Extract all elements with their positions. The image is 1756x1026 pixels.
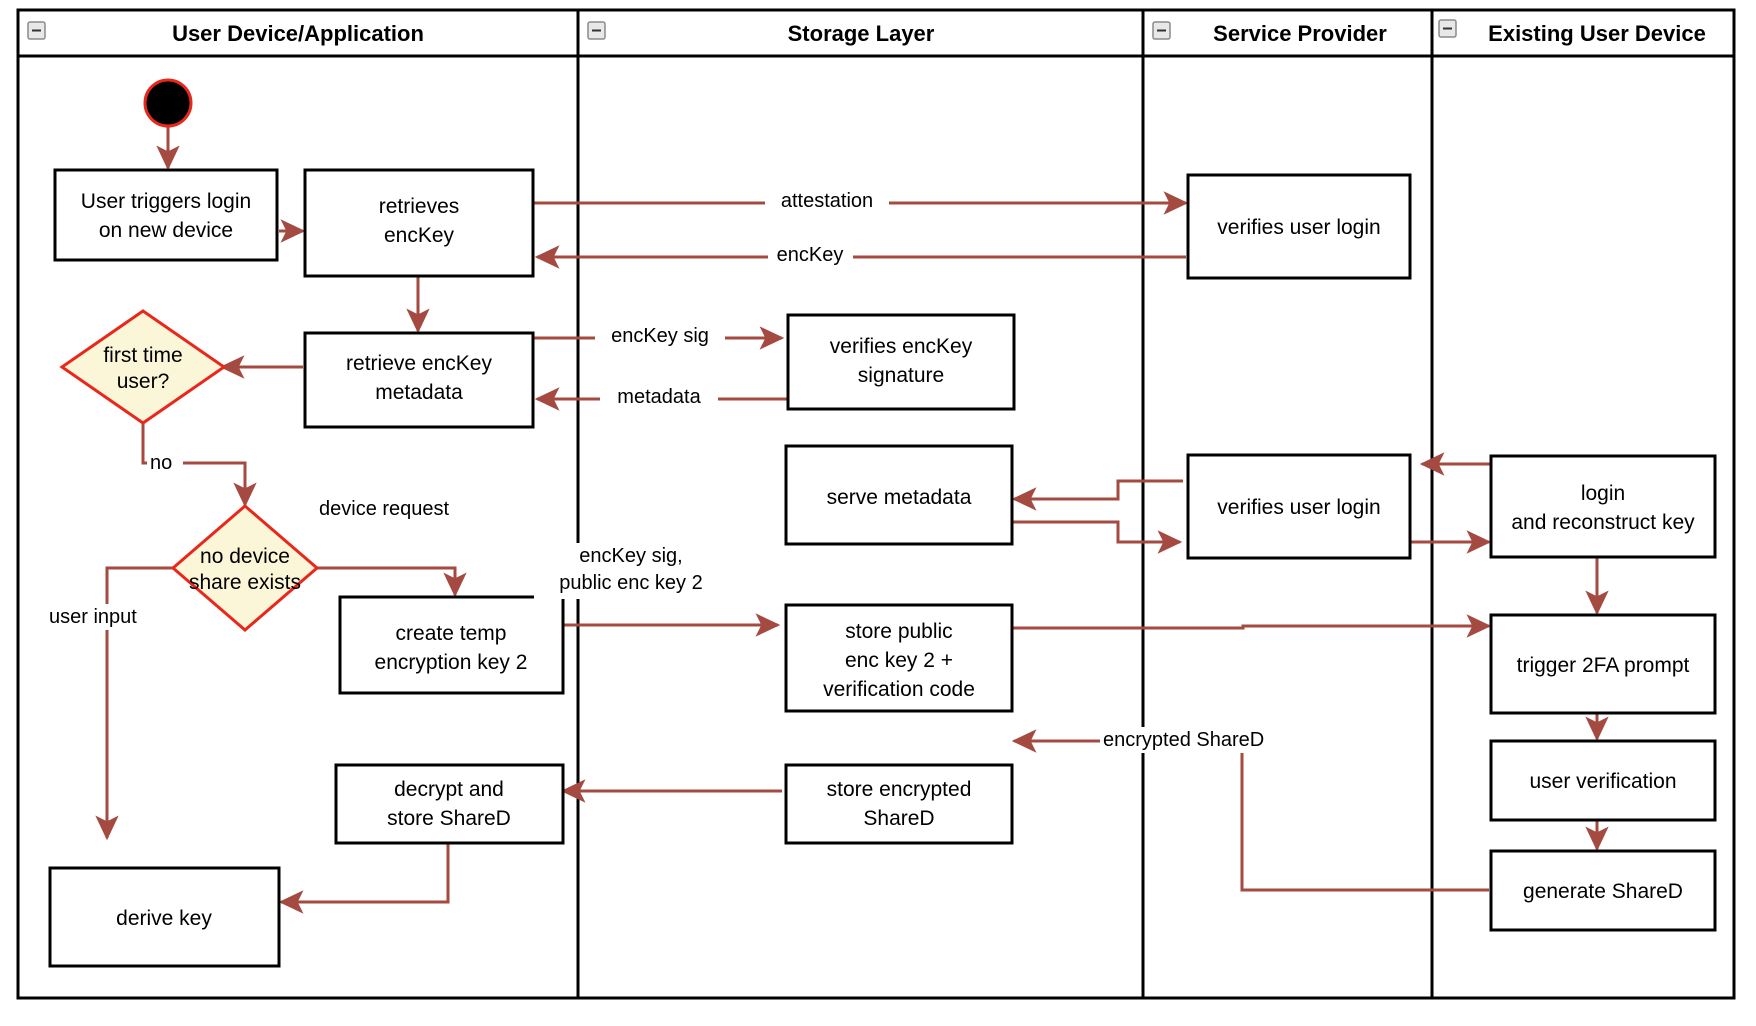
action-label-line-2: encryption key 2 bbox=[375, 651, 528, 674]
edge-user-input bbox=[95, 566, 173, 841]
edge-device-request bbox=[316, 566, 467, 598]
edge-label-attestation: attestation bbox=[765, 188, 889, 214]
action-label-line-2: ShareD bbox=[863, 807, 934, 830]
action-label-line-2: signature bbox=[858, 364, 944, 387]
action-store-encrypted-shared[interactable]: store encrypted ShareD bbox=[784, 763, 1014, 845]
action-label-line-2: encKey bbox=[384, 224, 455, 247]
action-label-line-1: serve metadata bbox=[827, 486, 972, 509]
action-label-line-1: retrieve encKey bbox=[346, 352, 492, 375]
edge-sp2-to-serve-metadata bbox=[1011, 479, 1183, 511]
action-create-temp-encryption-key-2[interactable]: create temp encryption key 2 bbox=[338, 595, 565, 695]
action-user-triggers-login[interactable]: User triggers login on new device bbox=[53, 168, 279, 262]
svg-text:device request: device request bbox=[319, 498, 450, 520]
edge-serve-metadata-to-sp2 bbox=[1010, 520, 1183, 554]
edge-store-to-trigger-2fa bbox=[1008, 614, 1492, 638]
edge-label-encrypted-shared: encrypted ShareD bbox=[1100, 727, 1300, 753]
edge-generate-to-store-enc bbox=[1011, 729, 1489, 892]
swimlane-frame bbox=[16, 8, 1736, 1000]
svg-text:encrypted ShareD: encrypted ShareD bbox=[1103, 729, 1264, 751]
action-retrieve-enckey-metadata[interactable]: retrieve encKey metadata bbox=[303, 331, 535, 429]
minus-icon[interactable] bbox=[1152, 21, 1171, 40]
action-verifies-user-login-1[interactable]: verifies user login bbox=[1186, 173, 1412, 280]
decision-label-line-1: no device bbox=[200, 545, 290, 568]
svg-text:no: no bbox=[150, 452, 172, 474]
svg-text:encKey sig,: encKey sig, bbox=[579, 545, 682, 567]
action-login-and-reconstruct-key[interactable]: login and reconstruct key bbox=[1489, 454, 1717, 559]
action-label-line-1: trigger 2FA prompt bbox=[1517, 654, 1690, 677]
action-label-line-2: metadata bbox=[375, 381, 463, 404]
lane-header-service-provider[interactable]: Service Provider bbox=[1152, 21, 1387, 46]
edge-first-time-no bbox=[141, 400, 257, 508]
lane-header-existing-device[interactable]: Existing User Device bbox=[1438, 19, 1706, 46]
decision-first-time-user[interactable]: first time user? bbox=[59, 309, 227, 425]
action-label-line-2: enc key 2 + bbox=[845, 649, 953, 672]
action-verifies-user-login-2[interactable]: verifies user login bbox=[1186, 453, 1412, 560]
action-label-line-3: verification code bbox=[823, 678, 975, 701]
decision-label-line-2: user? bbox=[117, 370, 170, 393]
action-label-line-1: User triggers login bbox=[81, 190, 251, 213]
action-label-line-2: and reconstruct key bbox=[1511, 511, 1695, 534]
edge-label-device-request: device request bbox=[315, 496, 470, 522]
action-label-line-1: verifies encKey bbox=[830, 335, 973, 358]
action-store-public-enc-key-2[interactable]: store public enc key 2 + verification co… bbox=[784, 603, 1014, 713]
decision-label-line-2: share exists bbox=[189, 571, 301, 594]
edge-label-enckey: encKey bbox=[768, 242, 853, 268]
action-label-line-1: generate ShareD bbox=[1523, 880, 1683, 903]
edge-label-no: no bbox=[147, 450, 183, 476]
minus-icon[interactable] bbox=[1438, 19, 1457, 38]
lane-header-user-device[interactable]: User Device/Application bbox=[27, 21, 424, 46]
action-generate-shared[interactable]: generate ShareD bbox=[1489, 849, 1717, 932]
svg-text:attestation: attestation bbox=[781, 190, 873, 212]
action-verifies-enckey-signature[interactable]: verifies encKey signature bbox=[786, 313, 1016, 411]
edge-label-enckey-sig: encKey sig bbox=[595, 323, 725, 349]
action-label-line-1: retrieves bbox=[379, 195, 460, 218]
action-label-line-1: create temp bbox=[396, 622, 507, 645]
edge-label-metadata: metadata bbox=[600, 384, 718, 410]
svg-text:public enc key 2: public enc key 2 bbox=[559, 572, 702, 594]
lane-title-existing-device: Existing User Device bbox=[1488, 21, 1706, 46]
initial-node bbox=[143, 78, 193, 128]
minus-icon[interactable] bbox=[587, 21, 606, 40]
decision-label-line-1: first time bbox=[103, 344, 182, 367]
action-serve-metadata[interactable]: serve metadata bbox=[784, 444, 1014, 546]
edge-label-user-input: user input bbox=[46, 604, 166, 630]
action-label-line-1: store encrypted bbox=[827, 778, 972, 801]
action-label-line-2: store ShareD bbox=[387, 807, 511, 830]
edge-decrypt-to-derive bbox=[278, 843, 450, 914]
action-user-verification[interactable]: user verification bbox=[1489, 739, 1717, 822]
lane-title-user-device: User Device/Application bbox=[172, 21, 424, 46]
action-label-line-1: verifies user login bbox=[1217, 496, 1380, 519]
action-label-line-2: on new device bbox=[99, 219, 233, 242]
action-label-line-1: verifies user login bbox=[1217, 216, 1380, 239]
decision-no-device-share-exists[interactable]: no device share exists bbox=[170, 504, 320, 632]
action-decrypt-and-store-shared[interactable]: decrypt and store ShareD bbox=[334, 763, 565, 845]
edge-label-enckey-sig-public-enc-key-2: encKey sig, public enc key 2 bbox=[534, 543, 729, 599]
lane-title-service-provider: Service Provider bbox=[1213, 21, 1387, 46]
action-derive-key[interactable]: derive key bbox=[48, 866, 281, 968]
action-label-line-1: decrypt and bbox=[394, 778, 504, 801]
svg-text:encKey sig: encKey sig bbox=[611, 325, 709, 347]
action-label-line-1: derive key bbox=[116, 907, 212, 930]
minus-icon[interactable] bbox=[27, 21, 46, 40]
action-label-line-1: login bbox=[1581, 482, 1625, 505]
svg-text:user input: user input bbox=[49, 606, 137, 628]
action-trigger-2fa-prompt[interactable]: trigger 2FA prompt bbox=[1489, 613, 1717, 715]
svg-text:metadata: metadata bbox=[617, 386, 701, 408]
action-label-line-1: user verification bbox=[1529, 770, 1676, 793]
lane-header-storage[interactable]: Storage Layer bbox=[587, 21, 935, 46]
action-label-line-1: store public bbox=[845, 620, 952, 643]
svg-text:encKey: encKey bbox=[777, 244, 844, 266]
lane-title-storage: Storage Layer bbox=[788, 21, 935, 46]
action-retrieves-enckey[interactable]: retrieves encKey bbox=[303, 168, 535, 278]
